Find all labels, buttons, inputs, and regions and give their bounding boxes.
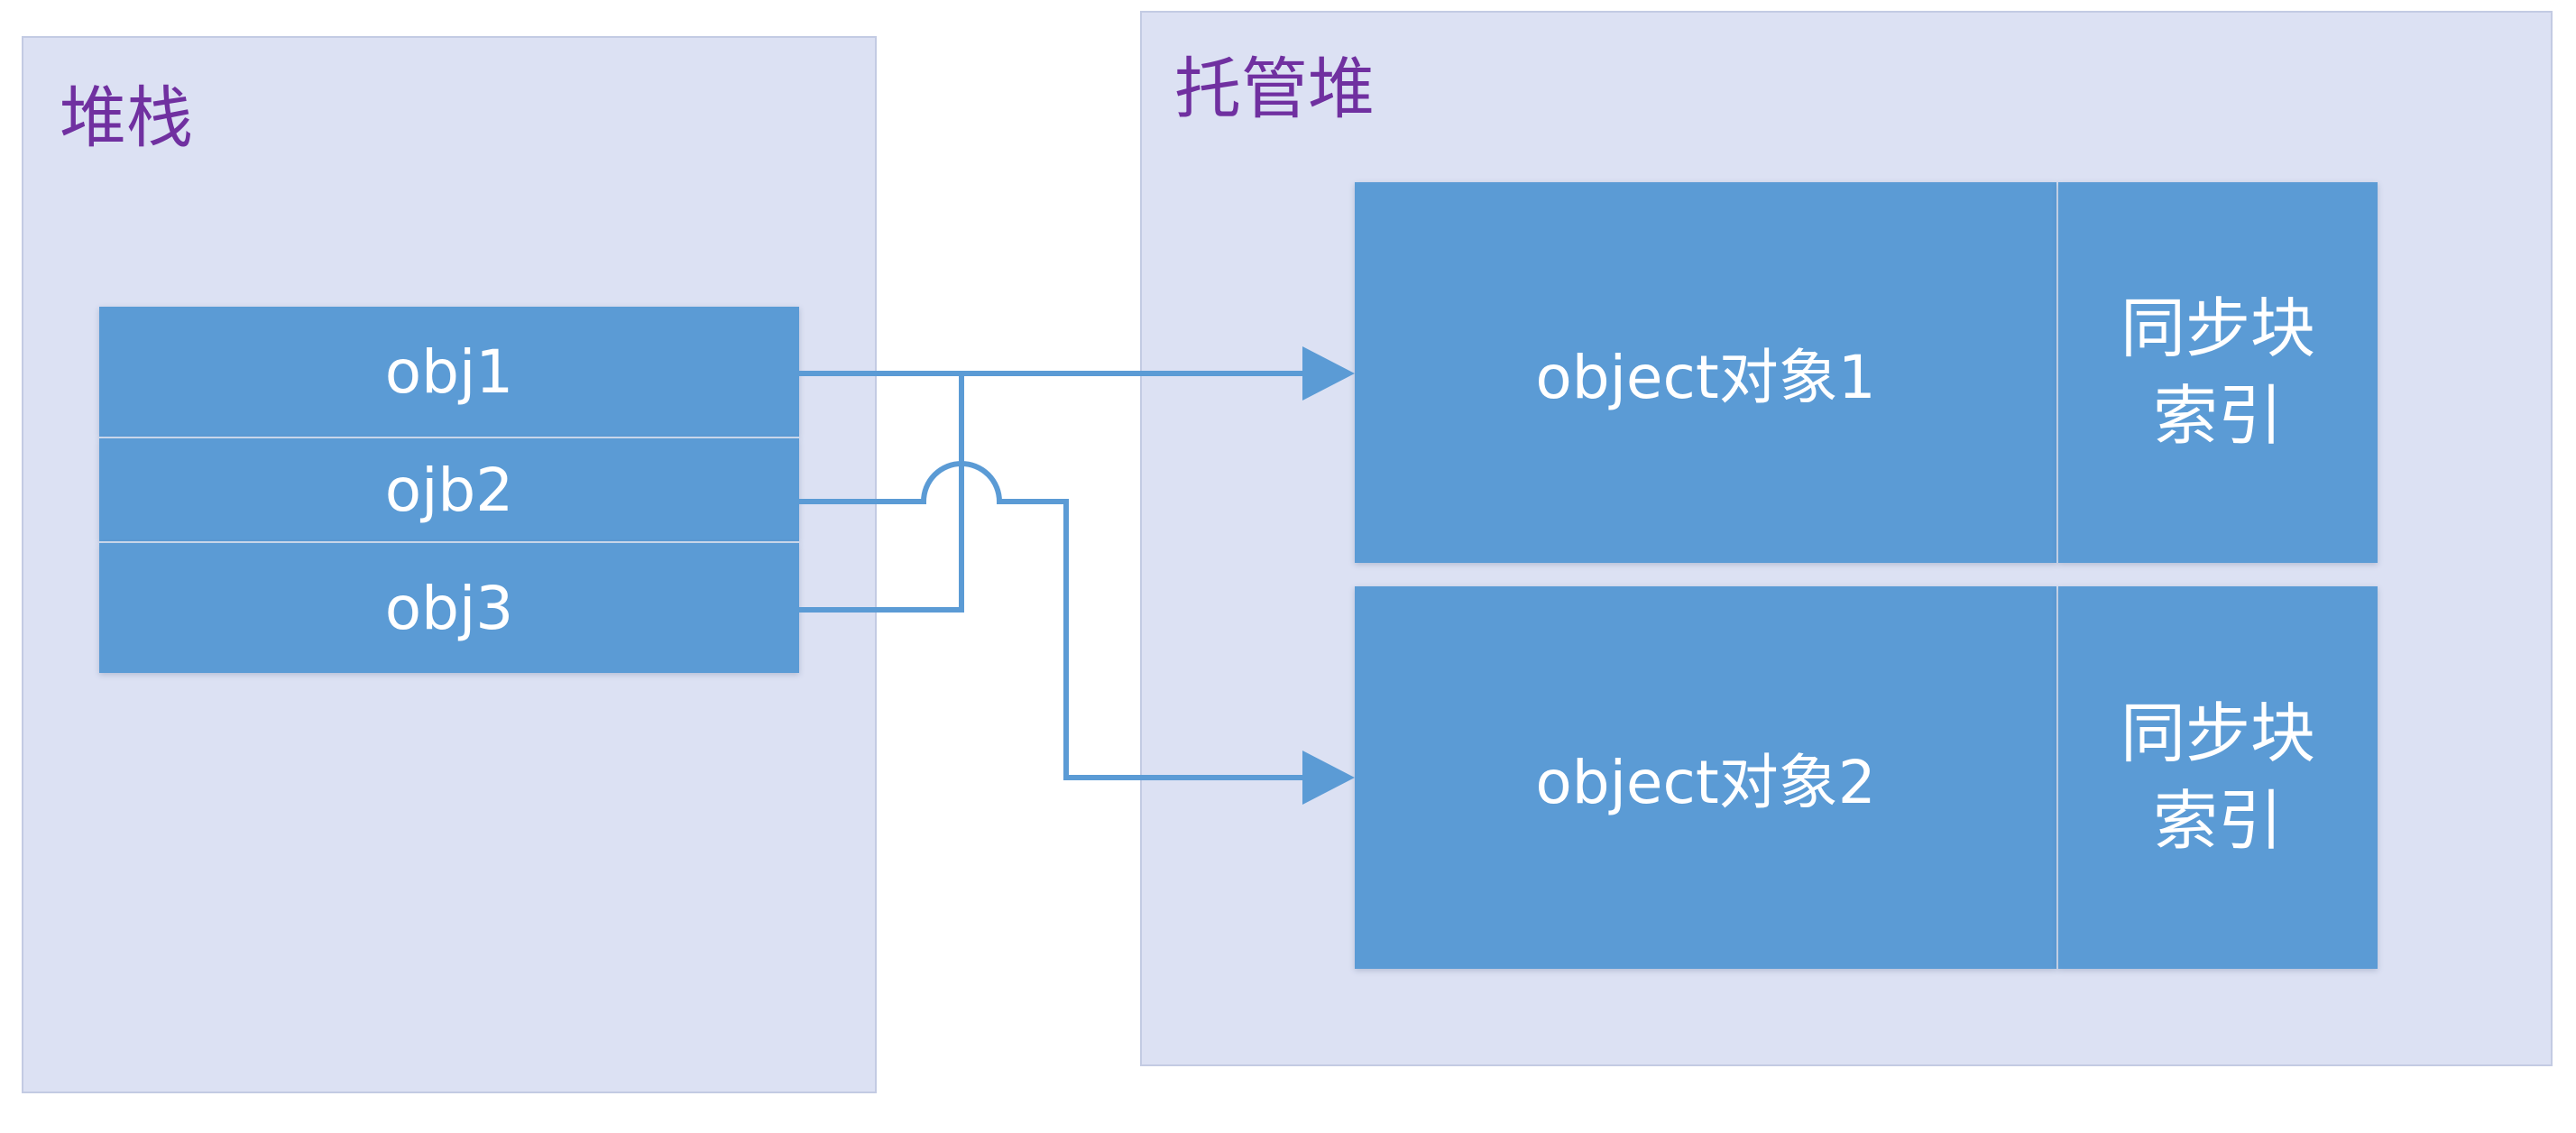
stack-divider bbox=[99, 541, 799, 543]
sync-block-label: 同步块 bbox=[2120, 695, 2315, 771]
object-divider bbox=[2056, 182, 2058, 563]
stack-item-ojb2: ojb2 bbox=[99, 438, 799, 541]
sync-block-index-2: 同步块 索引 bbox=[2058, 586, 2378, 969]
heap-object-1: object对象1 bbox=[1355, 182, 2056, 563]
object-divider bbox=[2056, 586, 2058, 969]
stack-item-obj3: obj3 bbox=[99, 543, 799, 673]
sync-index-label: 索引 bbox=[2152, 783, 2283, 859]
sync-block-index-1: 同步块 索引 bbox=[2058, 182, 2378, 563]
sync-block-label: 同步块 bbox=[2120, 290, 2315, 366]
heap-title: 托管堆 bbox=[1174, 51, 1375, 128]
sync-index-label: 索引 bbox=[2152, 378, 2283, 454]
stack-divider bbox=[99, 437, 799, 438]
heap-object-2: object对象2 bbox=[1355, 586, 2056, 969]
stack-item-obj1: obj1 bbox=[99, 307, 799, 437]
stack-title: 堆栈 bbox=[60, 79, 193, 157]
